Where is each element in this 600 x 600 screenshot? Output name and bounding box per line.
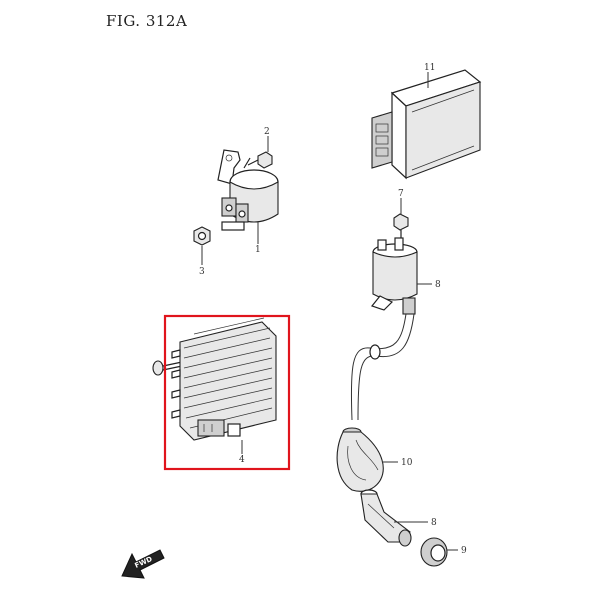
part-2-bolt[interactable] — [243, 151, 273, 169]
high-tension-lead[interactable] — [350, 313, 415, 421]
part-11-control-module[interactable] — [371, 69, 482, 180]
part-1-starter-relay[interactable] — [217, 149, 279, 231]
callout-2: 2 — [264, 127, 270, 137]
part-10-plug-cap-boot[interactable] — [336, 427, 384, 492]
highlight-box — [163, 314, 291, 471]
callout-9: 9 — [461, 546, 467, 556]
part-3-nut[interactable] — [193, 226, 211, 246]
callout-11: 11 — [424, 63, 435, 73]
callout-3: 3 — [199, 267, 205, 277]
figure-title: FIG. 312A — [106, 12, 188, 30]
callout-1: 1 — [255, 245, 261, 255]
fwd-direction-arrow: FWD — [121, 549, 165, 579]
callout-8-upper: 8 — [435, 280, 441, 290]
part-8-plug-cap[interactable] — [360, 489, 412, 547]
callout-7: 7 — [398, 189, 404, 199]
regulator-mounting-bolt — [152, 360, 183, 376]
part-4-regulator-rectifier[interactable] — [152, 317, 277, 441]
callout-10: 10 — [401, 458, 413, 468]
part-9-grommet[interactable] — [420, 537, 448, 567]
part-7-screw[interactable] — [393, 213, 409, 240]
callout-4: 4 — [239, 455, 245, 465]
part-8-ignition-coil[interactable] — [370, 237, 418, 315]
callout-8-lower: 8 — [431, 518, 437, 528]
